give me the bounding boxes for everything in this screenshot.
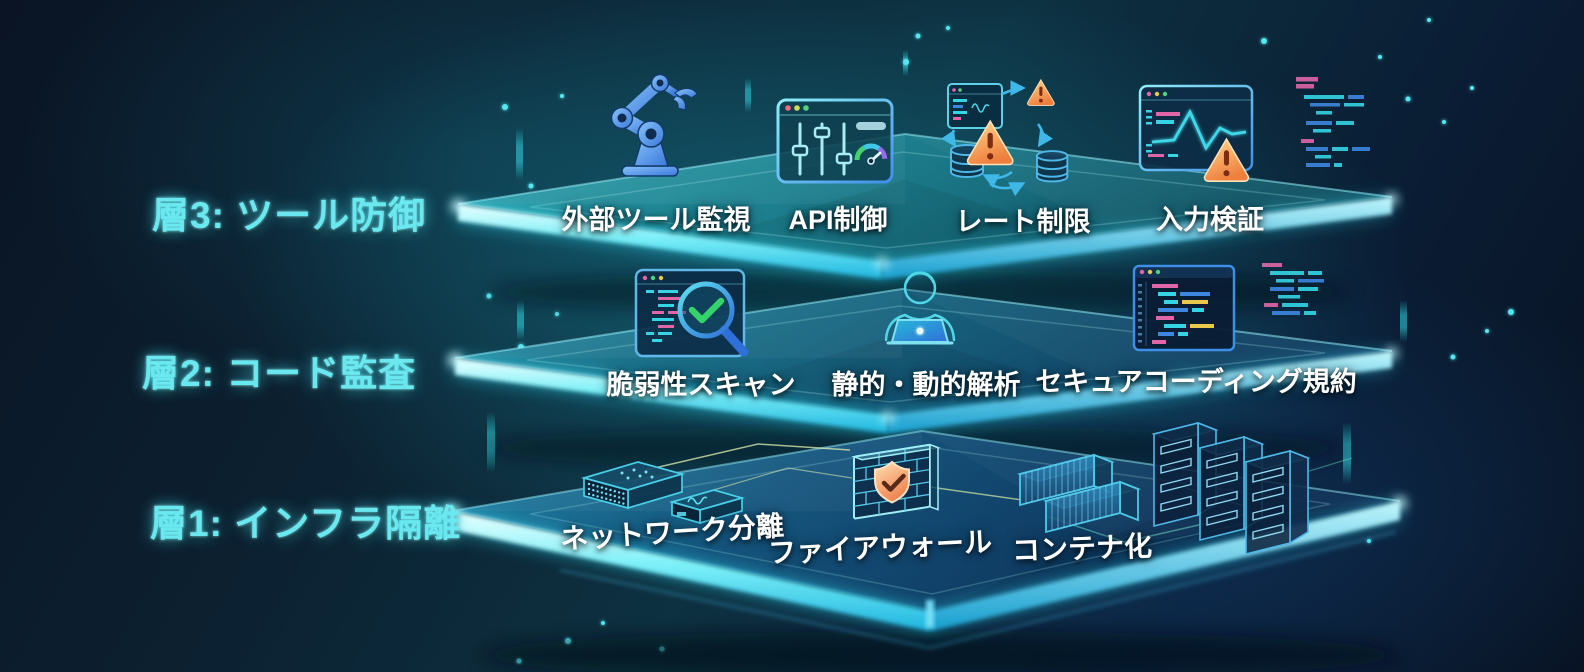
control-panel-gauge-icon <box>776 98 894 184</box>
item-label-api-control: API制御 <box>788 205 888 235</box>
code-editor-window-icon <box>1132 264 1236 352</box>
robot-arm-icon <box>610 73 698 177</box>
item-label-rate-limit: レート制限 <box>955 207 1091 237</box>
code-snippet-middle-right <box>1262 263 1324 315</box>
item-label-containerization: コンテナ化 <box>1011 530 1153 567</box>
firewall-shield-icon <box>851 443 941 520</box>
rate-limit-warning-icon <box>942 79 1069 197</box>
layer3-label: 層3: ツール防御 <box>152 195 427 236</box>
network-devices-icon <box>580 461 746 525</box>
code-scan-magnifier-icon <box>634 268 749 358</box>
shipping-containers-icon <box>1019 454 1139 533</box>
input-validation-warning-icon <box>1138 84 1254 182</box>
layer1-label: 層1: インフラ隔離 <box>150 503 462 544</box>
item-label-secure-coding-standards: セキュアコーディング規約 <box>1035 367 1357 397</box>
code-snippet-top-right <box>1296 77 1370 167</box>
item-label-vulnerability-scan: 脆弱性スキャン <box>606 370 796 400</box>
item-label-input-validation: 入力検証 <box>1156 205 1264 235</box>
item-label-static-dynamic-analysis: 静的・動的解析 <box>831 370 1021 400</box>
warning-triangle-icon <box>1027 79 1055 106</box>
layer2-label: 層2: コード監査 <box>142 353 417 394</box>
item-label-external-tool-monitoring: 外部ツール監視 <box>561 205 751 235</box>
analyst-laptop-icon <box>884 271 956 345</box>
